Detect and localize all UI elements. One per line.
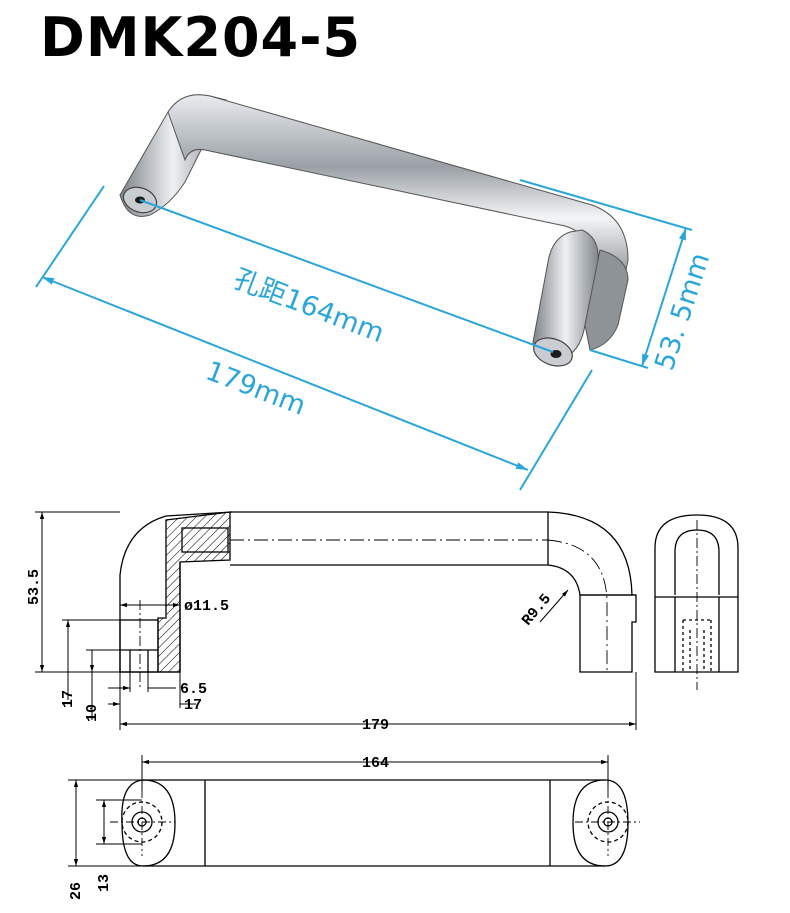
side-view-dimensions xyxy=(35,511,637,730)
side-view xyxy=(119,511,637,690)
length-ext-right xyxy=(519,369,593,491)
dim-6-5-label: 6.5 xyxy=(180,681,207,698)
height-dim-label: 53.5 xyxy=(26,569,43,605)
width-dim-label: 26 xyxy=(68,882,85,900)
plan-view xyxy=(110,779,640,867)
bore-dia-label: ø11.5 xyxy=(184,598,229,615)
end-view xyxy=(654,514,739,690)
length-dim-label: 179 xyxy=(362,717,389,734)
hole-spacing-dim-label: 164 xyxy=(362,755,389,772)
height-dim-line xyxy=(641,227,687,367)
length-ext-left xyxy=(35,185,105,288)
photo-dimensions xyxy=(35,179,693,491)
hole-spacing-label: 孔距164mm xyxy=(229,264,388,350)
hole-width-dim-label: 13 xyxy=(96,874,113,892)
handle-photo xyxy=(119,94,629,367)
length-label: 179mm xyxy=(201,356,309,422)
dim-17-bottom-label: 17 xyxy=(184,697,202,714)
dim-10-label: 10 xyxy=(84,704,101,722)
height-ext-bottom xyxy=(589,349,649,369)
plan-view-dimensions xyxy=(68,755,609,867)
radius-label: R9.5 xyxy=(519,591,555,630)
dim-17-left-label: 17 xyxy=(60,690,77,708)
height-ext-top xyxy=(519,179,693,231)
product-title: DMK204-5 xyxy=(40,6,362,69)
length-dim-line xyxy=(41,276,529,471)
